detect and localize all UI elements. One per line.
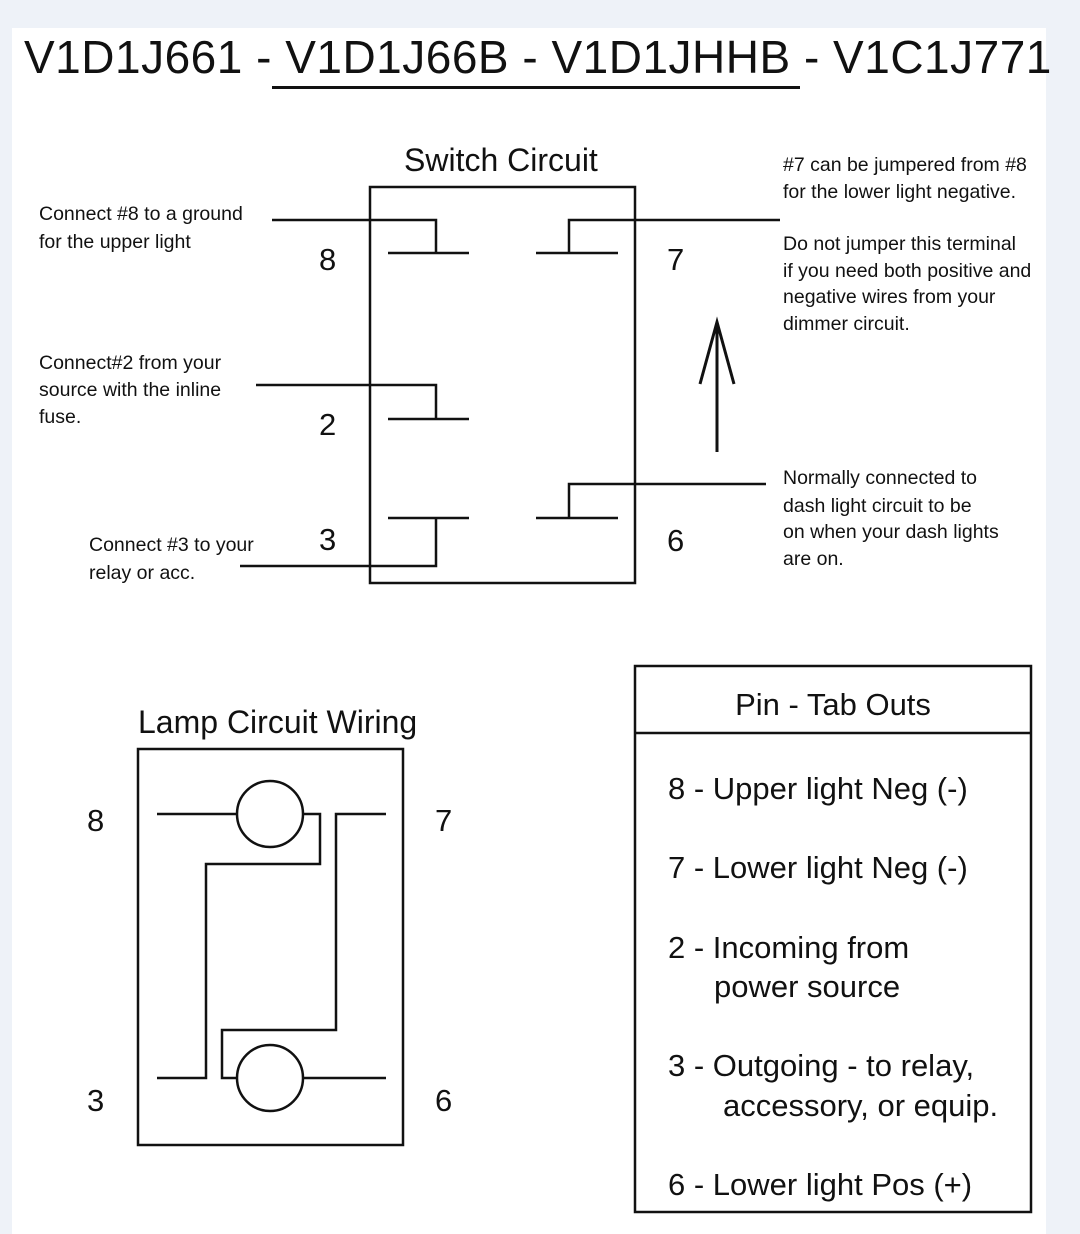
note-pin-3: Connect #3 to your relay or acc. [89, 534, 259, 584]
pin-row-7: 7 - Lower light Neg (-) [668, 850, 968, 885]
note-pin-6-line-3: on when your dash lights [783, 521, 999, 543]
page-title: V1D1J661 - V1D1J66B - V1D1JHHB - V1C1J77… [24, 31, 1052, 83]
note-pin-7-jumper: #7 can be jumpered from #8 for the lower… [783, 154, 1032, 203]
lamp-rail [220, 812, 386, 1080]
switch-pin-3-label: 3 [319, 522, 336, 557]
switch-contact-7 [536, 218, 780, 255]
note-pin-2-line-1: Connect#2 from your [39, 352, 222, 374]
switch-pin-2-label: 2 [319, 407, 336, 442]
note-pin-7-warning: Do not jumper this terminal if you need … [783, 233, 1037, 335]
lamp-pin-7-label: 7 [435, 803, 452, 838]
note-pin-2-line-2: source with the inline [39, 379, 221, 401]
note-pin-8-line-2: for the upper light [39, 231, 191, 253]
note-pin-3-line-1: Connect #3 to your [89, 534, 254, 556]
switch-contact-3 [240, 516, 469, 568]
pin-table-frame [633, 664, 1033, 1214]
pin-row-2-line-1: 2 - Incoming from [668, 930, 909, 965]
switch-circuit-heading: Switch Circuit [404, 142, 598, 178]
jumper-arrow [698, 316, 736, 452]
note-pin-8: Connect #8 to a ground for the upper lig… [39, 203, 248, 253]
lower-lamp [235, 1043, 386, 1113]
lower-lamp-bulb [235, 1043, 305, 1113]
note-pin-7-jumper-line-2: for the lower light negative. [783, 181, 1016, 203]
switch-pin-7-label: 7 [667, 242, 684, 277]
pin-table-heading: Pin - Tab Outs [735, 687, 931, 722]
lamp-circuit: Lamp Circuit Wiring 8 7 3 6 [87, 704, 452, 1147]
pin-row-2: 2 - Incoming from power source [668, 930, 918, 1004]
note-pin-7-warning-line-4: dimmer circuit. [783, 313, 910, 335]
pin-row-2-line-2: power source [714, 969, 900, 1004]
upper-lamp-bulb [235, 779, 305, 849]
note-pin-7-jumper-line-1: #7 can be jumpered from #8 [783, 154, 1027, 176]
note-pin-8-line-1: Connect #8 to a ground [39, 203, 243, 225]
switch-contact-8 [272, 218, 469, 255]
pin-table: Pin - Tab Outs 8 - Upper light Neg (-) 7… [633, 664, 1033, 1214]
lamp-pin-6-label: 6 [435, 1083, 452, 1118]
pin-row-6: 6 - Lower light Pos (+) [668, 1167, 972, 1202]
note-pin-2: Connect#2 from your source with the inli… [39, 352, 227, 428]
pin-row-3: 3 - Outgoing - to relay, accessory, or e… [668, 1048, 998, 1123]
note-pin-6: Normally connected to dash light circuit… [783, 467, 1004, 570]
title-underline [272, 86, 800, 89]
note-pin-6-line-2: dash light circuit to be [783, 495, 972, 517]
lamp-body [136, 747, 405, 1147]
lamp-pin-8-label: 8 [87, 803, 104, 838]
switch-circuit: Switch Circuit [39, 142, 1037, 585]
switch-pin-6-label: 6 [667, 523, 684, 558]
switch-pin-8-label: 8 [319, 242, 336, 277]
upper-lamp [157, 779, 322, 1080]
note-pin-6-line-4: are on. [783, 548, 844, 570]
switch-contact-6 [536, 482, 766, 520]
note-pin-7-warning-line-1: Do not jumper this terminal [783, 233, 1016, 255]
note-pin-7-warning-line-3: negative wires from your [783, 286, 996, 308]
note-pin-3-line-2: relay or acc. [89, 562, 195, 584]
diagram-sheet [12, 28, 1046, 1234]
pin-row-3-line-2: accessory, or equip. [723, 1088, 998, 1123]
lamp-pin-3-label: 3 [87, 1083, 104, 1118]
pin-row-8: 8 - Upper light Neg (-) [668, 771, 968, 806]
pin-row-3-line-1: 3 - Outgoing - to relay, [668, 1048, 974, 1083]
lamp-circuit-heading: Lamp Circuit Wiring [138, 704, 417, 740]
note-pin-2-line-3: fuse. [39, 406, 81, 428]
note-pin-6-line-1: Normally connected to [783, 467, 977, 489]
note-pin-7-warning-line-2: if you need both positive and [783, 260, 1031, 282]
switch-contact-2 [256, 383, 469, 421]
